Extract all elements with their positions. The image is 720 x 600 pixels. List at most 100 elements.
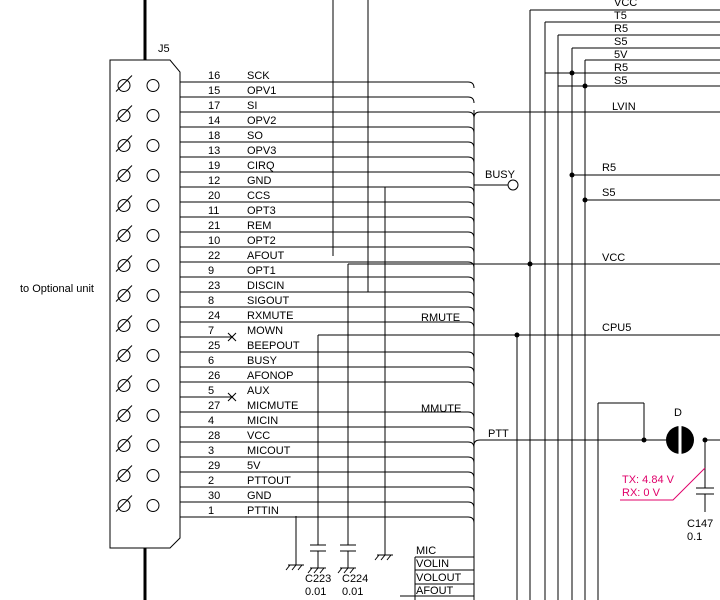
top-net-group: [529, 9, 720, 600]
mmute-label: MMUTE: [421, 403, 461, 415]
net-top-3: S5: [614, 36, 627, 48]
pin-number: 27: [208, 400, 220, 412]
c223-ref: C223: [305, 573, 331, 585]
pin-name: OPV3: [247, 145, 276, 157]
pin-name: OPV2: [247, 115, 276, 127]
contact-pair: [115, 195, 160, 212]
pin-name: BEEPOUT: [247, 340, 300, 352]
pin-name: SI: [247, 100, 257, 112]
pin-name: MICOUT: [247, 445, 291, 457]
label-volout: VOLOUT: [416, 572, 462, 584]
pin-number: 2: [208, 475, 214, 487]
contact-pair: [115, 255, 160, 272]
pin-name: OPT3: [247, 205, 276, 217]
c224-value: 0.01: [342, 586, 363, 598]
c223-value: 0.01: [305, 586, 326, 598]
pin-row: 17 SI: [180, 100, 475, 119]
pin-number: 5: [208, 385, 214, 397]
net-top-4: 5V: [614, 49, 628, 61]
pin-row: 30 GND: [180, 490, 475, 509]
ptt-line: [473, 439, 666, 446]
lvin-line: [473, 111, 720, 119]
pin-number: 25: [208, 340, 220, 352]
pin-row: 20 CCS: [180, 190, 475, 209]
pin-name: BUSY: [247, 355, 278, 367]
contact-pair: [115, 405, 160, 422]
pin-number: 28: [208, 430, 220, 442]
pin-name: CIRQ: [247, 160, 275, 172]
pin-number: 30: [208, 490, 220, 502]
label-volin: VOLIN: [416, 558, 449, 570]
pin-name: SCK: [247, 70, 270, 82]
pin-number: 23: [208, 280, 220, 292]
pin-number: 11: [208, 205, 219, 217]
pin-name: GND: [247, 175, 272, 187]
net-top-5: R5: [614, 62, 628, 74]
contact-pair: [115, 315, 160, 332]
contact-pair: [115, 495, 160, 512]
pin-name: SIGOUT: [247, 295, 289, 307]
contact-pair: [115, 75, 160, 92]
c224-ref: C224: [342, 573, 368, 585]
pin-number: 20: [208, 190, 220, 202]
contact-pair: [115, 465, 160, 482]
contact-pair: [115, 375, 160, 392]
pin-number: 6: [208, 355, 214, 367]
voltage-rx: RX: 0 V: [622, 487, 661, 499]
pin-row: 18 SO: [180, 130, 475, 149]
pin-name: DISCIN: [247, 280, 284, 292]
pin-row: 10 OPT2: [180, 235, 475, 254]
c223-symbol: [307, 544, 326, 574]
pin-row: 23 DISCIN: [180, 280, 475, 299]
pin-name: PTTIN: [247, 505, 279, 517]
net-top-0: VCC: [614, 0, 637, 9]
pin-name: GND: [247, 490, 272, 502]
label-mic: MIC: [416, 545, 436, 557]
pin-number: 9: [208, 265, 214, 277]
pin-number: 17: [208, 100, 220, 112]
connector-contacts: [115, 75, 160, 512]
diode-symbol: [666, 426, 694, 454]
net-top-1: T5: [614, 10, 627, 22]
pin-name: OPT2: [247, 235, 276, 247]
pin-number: 4: [208, 415, 214, 427]
busy-testpoint: [507, 179, 519, 191]
pin-row: 22 AFOUT: [180, 250, 475, 269]
pin-number: 29: [208, 460, 220, 472]
net-top-2: R5: [614, 23, 628, 35]
gnd12-ground: [374, 187, 393, 561]
voltage-note-leader: [620, 467, 706, 501]
pin-row: 6 BUSY: [180, 355, 475, 374]
pin-row: 27 MICMUTE: [180, 400, 475, 419]
pin-name: MICMUTE: [247, 400, 298, 412]
pin-number: 1: [208, 505, 214, 517]
pin-number: 7: [208, 325, 214, 337]
contact-pair: [115, 105, 160, 122]
net-r5-mid: R5: [602, 162, 616, 174]
contact-pair: [115, 225, 160, 242]
pin-name: AFOUT: [247, 250, 285, 262]
rmute-label: RMUTE: [421, 312, 460, 324]
connector-body: [109, 59, 181, 549]
pin-number: 3: [208, 445, 214, 457]
pin-number: 10: [208, 235, 220, 247]
pin-number: 18: [208, 130, 220, 142]
pin-name: SO: [247, 130, 263, 142]
net-s5-mid: S5: [602, 187, 615, 199]
contact-pair: [115, 435, 160, 452]
pin-number: 12: [208, 175, 220, 187]
pin-number: 24: [208, 310, 220, 322]
pin-name: CCS: [247, 190, 270, 202]
pin-number: 8: [208, 295, 214, 307]
pin-number: 22: [208, 250, 220, 262]
